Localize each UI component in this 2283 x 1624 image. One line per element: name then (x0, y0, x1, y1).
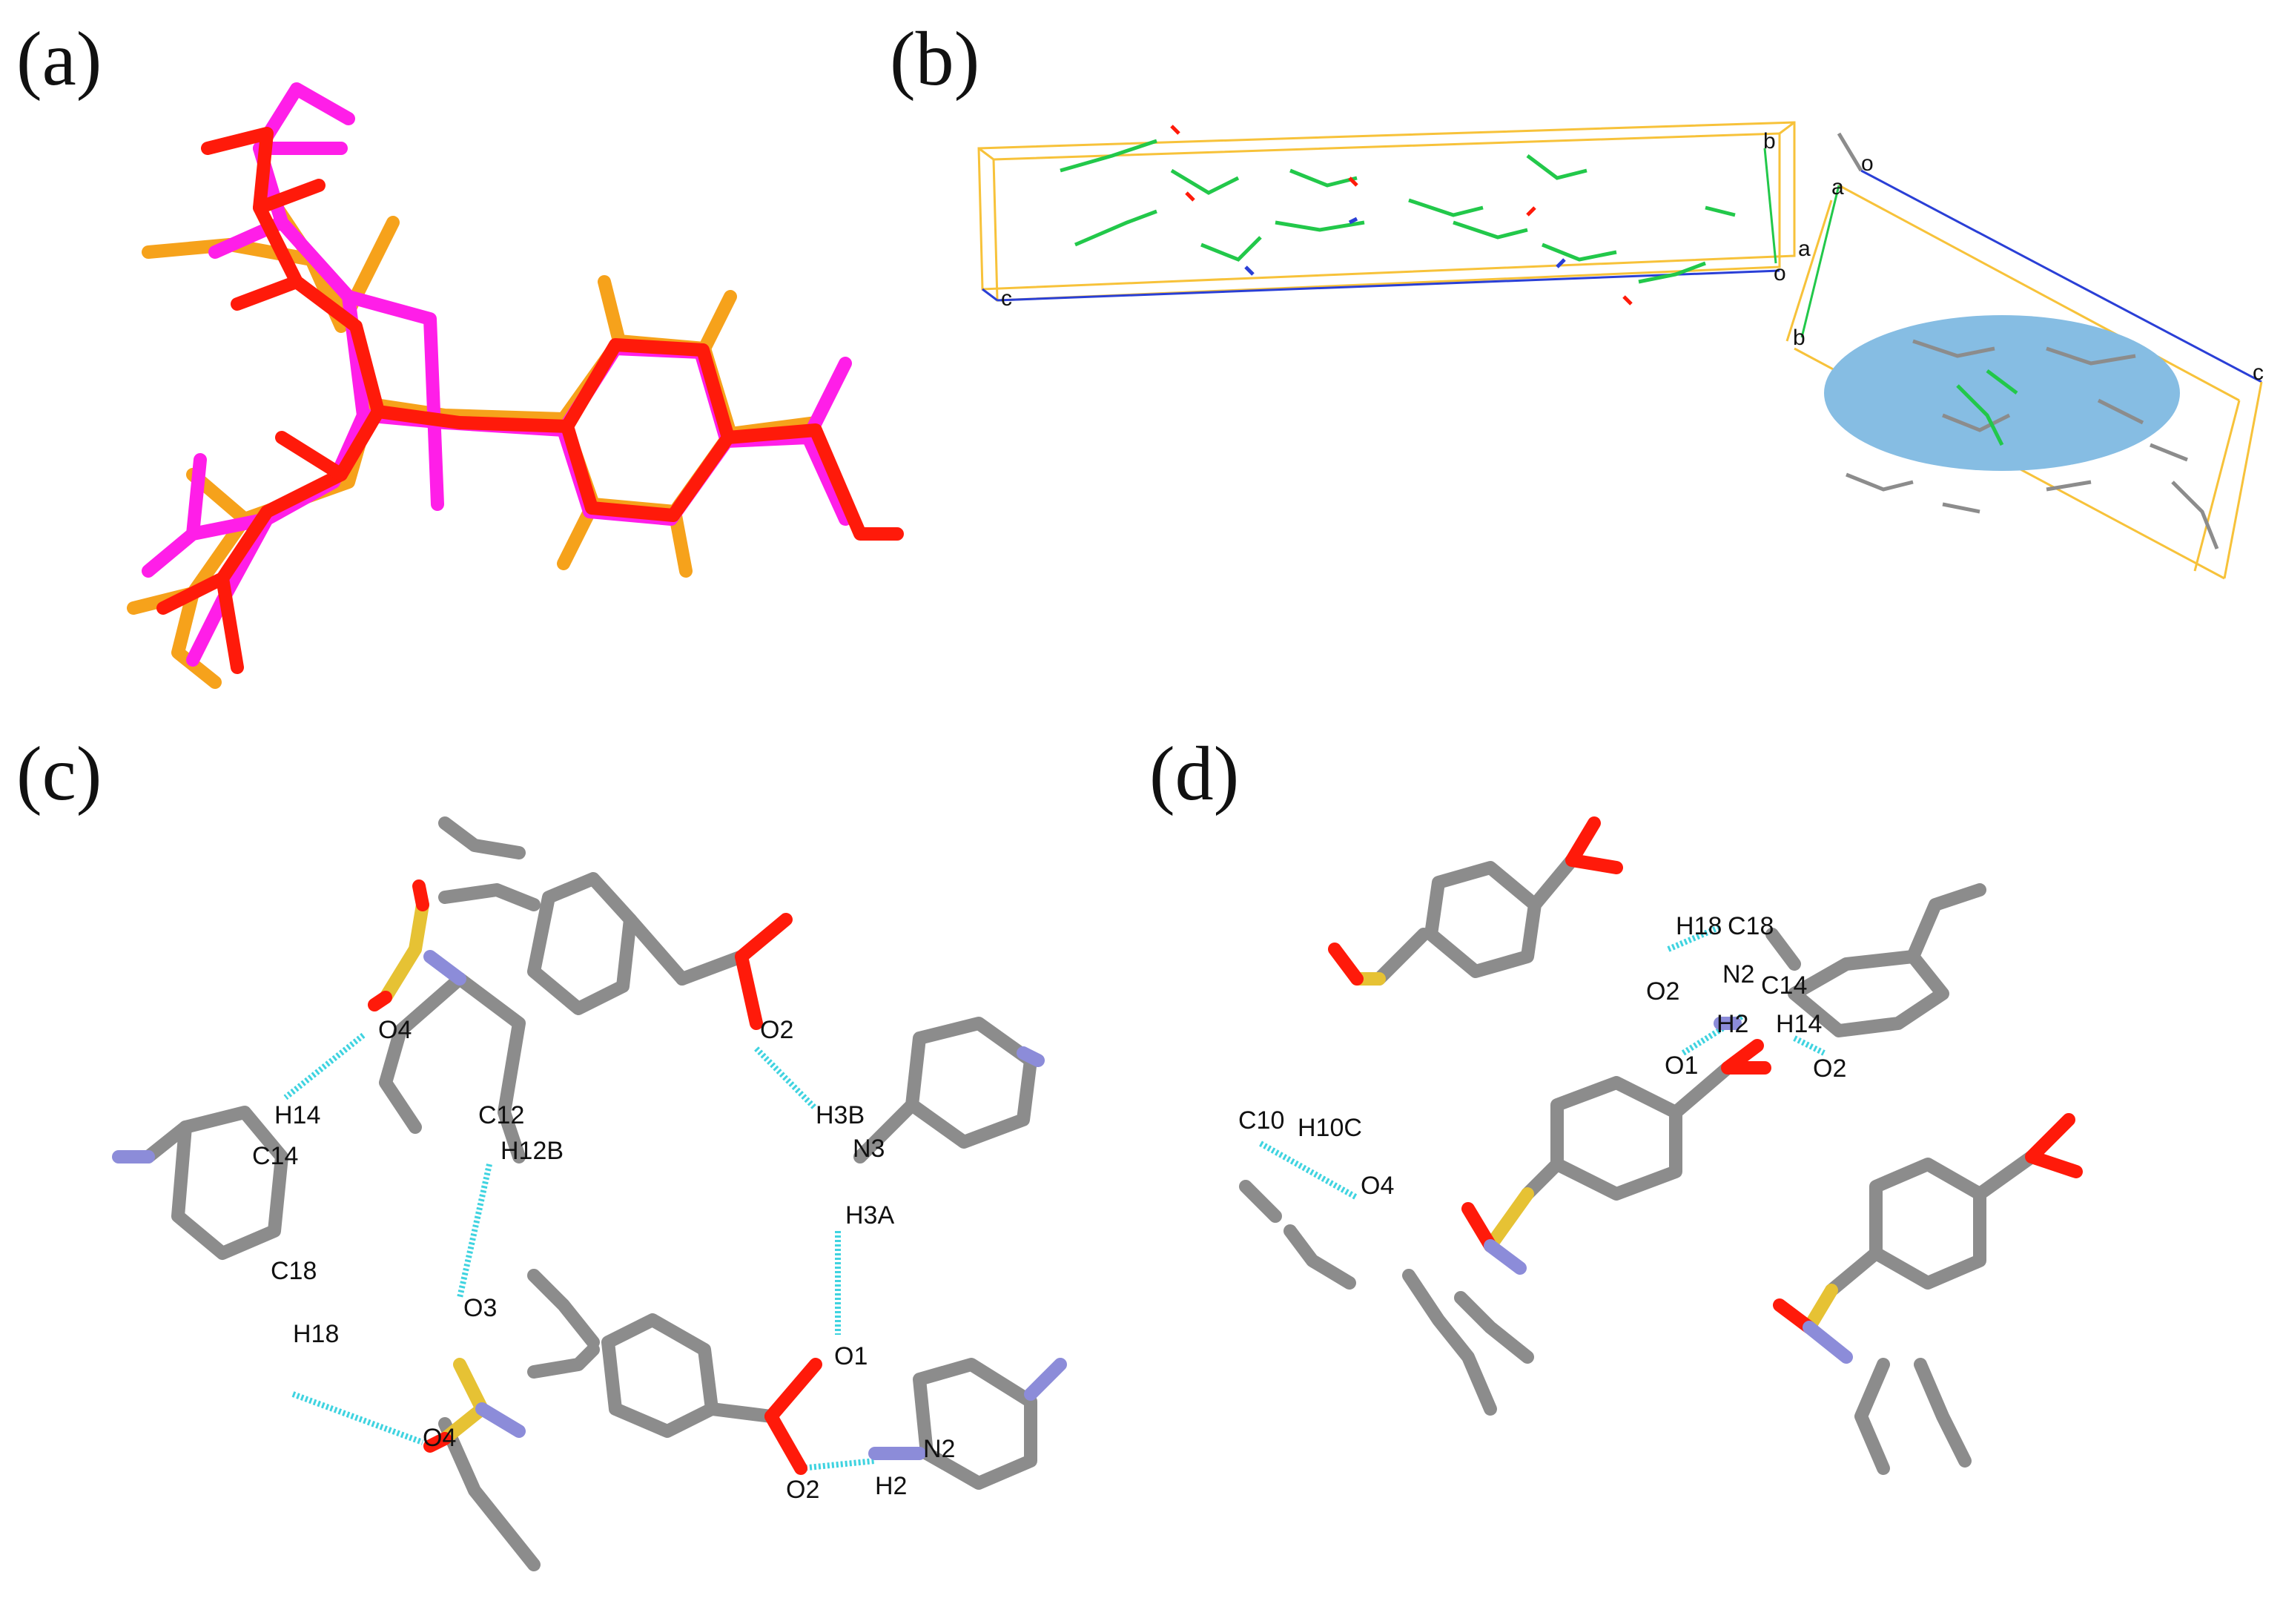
panel-d-label: (d) (1149, 731, 1240, 816)
unit-cell-left (977, 121, 1796, 306)
panel-a: (a) (0, 0, 934, 742)
highlight-ellipse (1824, 315, 2180, 471)
hbond-network-c: O4 H14 C14 C12 H12B C18 H18 O3 O4 O2 H3B… (112, 816, 1067, 1571)
atom-o1: O1 (1665, 1052, 1698, 1080)
hydrogen-bonds (283, 1032, 876, 1471)
atom-o2-right: O2 (1813, 1054, 1846, 1083)
atom-h2: H2 (1717, 1010, 1748, 1038)
atom-c14: C14 (1761, 971, 1807, 1000)
atom-c18: C18 (271, 1257, 317, 1285)
atom-h3b: H3B (816, 1101, 865, 1129)
atom-c12: C12 (478, 1101, 524, 1129)
conformer-orange (127, 186, 822, 689)
panel-b-label: (b) (890, 16, 980, 102)
overlay-conformers (127, 82, 904, 689)
axis-o-right: o (1861, 151, 1874, 176)
axis-a-right: a (1831, 175, 1844, 199)
conformer-magenta (142, 82, 852, 667)
atom-o2-bottom: O2 (786, 1476, 819, 1504)
atom-h2: H2 (875, 1472, 907, 1500)
unit-cell-right (1785, 132, 2263, 580)
atom-h14: H14 (1776, 1010, 1822, 1038)
atom-h3a: H3A (845, 1201, 894, 1229)
atom-labels: O4 H14 C14 C12 H12B C18 H18 O3 O4 O2 H3B… (252, 1016, 955, 1504)
atom-labels: H18 C18 O2 N2 C14 H2 O1 H14 O2 C10 H10C … (1238, 912, 1846, 1200)
panel-d: (d) (1142, 712, 2283, 1624)
atom-o3: O3 (463, 1294, 497, 1322)
axis-a-left: a (1798, 237, 1811, 261)
atom-c14: C14 (252, 1142, 298, 1170)
atom-o2-left: O2 (1646, 977, 1679, 1006)
axis-c-right: c (2253, 360, 2264, 385)
atom-n2: N2 (1722, 960, 1754, 988)
atom-h12b: H12B (500, 1137, 564, 1165)
axis-c-left: c (1001, 286, 1012, 311)
axis-b-right: b (1793, 326, 1805, 350)
atom-c18: C18 (1728, 912, 1774, 940)
atom-o4: O4 (1361, 1172, 1394, 1200)
atom-c10: C10 (1238, 1106, 1284, 1135)
atom-n2: N2 (923, 1435, 955, 1463)
unit-cell-packing: c b o a o a b c (977, 121, 2264, 580)
panel-c: (c) (0, 712, 1142, 1624)
conformer-red (156, 127, 904, 674)
hbond-network-d: H18 C18 O2 N2 C14 H2 O1 H14 O2 C10 H10C … (1238, 816, 2083, 1475)
atom-h14: H14 (274, 1101, 320, 1129)
panel-a-label: (a) (16, 16, 102, 102)
atom-o4-bottom: O4 (423, 1424, 456, 1452)
atom-o1: O1 (834, 1342, 868, 1370)
atom-n3: N3 (853, 1135, 885, 1163)
panel-b: (b) c (890, 0, 2283, 638)
atom-h10c: H10C (1298, 1114, 1362, 1142)
axis-o-left: o (1774, 261, 1786, 285)
axis-b-left: b (1763, 129, 1776, 154)
atom-h18: H18 (1676, 912, 1722, 940)
atom-h18: H18 (293, 1320, 339, 1348)
atom-o4-top: O4 (378, 1016, 412, 1044)
panel-c-label: (c) (16, 731, 102, 816)
atom-o2-top: O2 (760, 1016, 793, 1044)
